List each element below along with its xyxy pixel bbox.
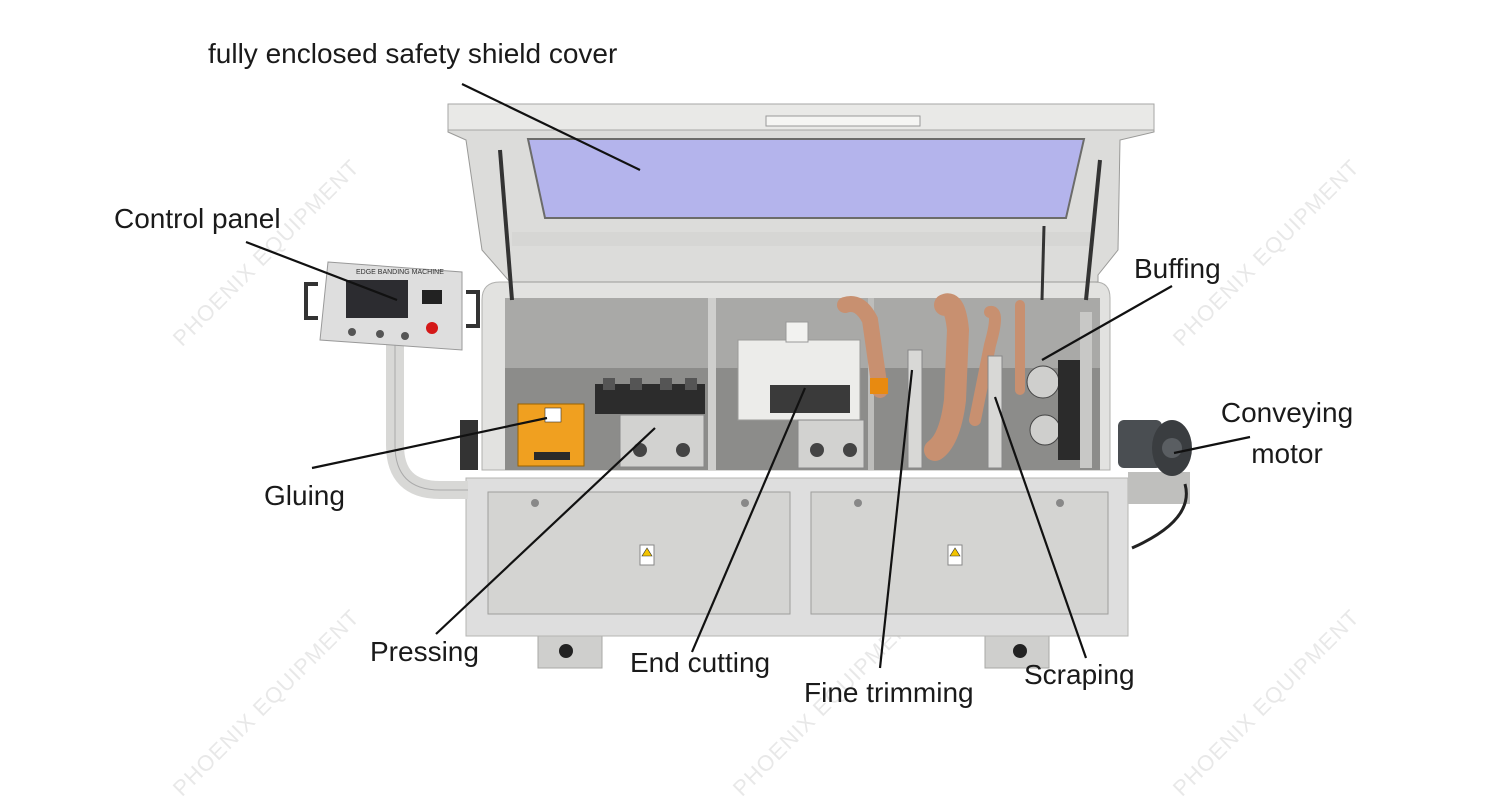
end-cutting-box bbox=[797, 419, 865, 469]
label-conveying-line1: Conveying bbox=[1220, 397, 1354, 428]
leader-control bbox=[245, 240, 398, 302]
conveying-motor-base bbox=[1128, 472, 1190, 504]
scraping-unit bbox=[987, 355, 1003, 469]
label-conveying-line2: motor bbox=[1251, 437, 1323, 469]
leader-shield bbox=[461, 83, 641, 171]
shield-window bbox=[526, 138, 1086, 219]
leader-lines bbox=[245, 83, 1251, 669]
control-screen bbox=[346, 280, 408, 318]
dust-hose bbox=[924, 293, 970, 461]
conveying-motor bbox=[1118, 420, 1162, 468]
buffing-motor bbox=[1026, 365, 1060, 399]
pressing-unit bbox=[619, 414, 705, 468]
dust-hose bbox=[969, 306, 1001, 426]
control-panel-title: EDGE BANDING MACHINE bbox=[356, 269, 444, 276]
label-control-panel: Control panel bbox=[114, 203, 281, 234]
leader-gluing bbox=[311, 416, 548, 470]
leader-fine-trimming bbox=[878, 369, 914, 669]
label-conveying-motor: Conveying motor bbox=[1212, 393, 1362, 474]
control-panel-arm bbox=[386, 345, 468, 499]
buffing-motor bbox=[1029, 414, 1061, 446]
leader-end-cutting bbox=[690, 387, 807, 653]
label-gluing: Gluing bbox=[264, 480, 345, 511]
edge-banding-diagram: PHOENIX EQUIPMENT PHOENIX EQUIPMENT PHOE… bbox=[114, 38, 1364, 801]
leader-buffing bbox=[1041, 285, 1173, 361]
label-end-cutting: End cutting bbox=[630, 647, 771, 678]
label-fine-trimming: Fine trimming bbox=[804, 677, 974, 708]
label-safety-shield: fully enclosed safety shield cover bbox=[208, 38, 618, 69]
leader-scraping bbox=[993, 396, 1088, 659]
cabinet-door-left bbox=[487, 491, 791, 615]
fine-trimming-unit bbox=[907, 349, 923, 469]
leader-pressing bbox=[435, 427, 656, 635]
dust-hose bbox=[837, 296, 888, 398]
label-buffing: Buffing bbox=[1134, 253, 1221, 284]
machine-illustration: EDGE BANDING MACHINE bbox=[245, 83, 1251, 669]
label-pressing: Pressing bbox=[370, 636, 479, 667]
leader-conveying bbox=[1173, 435, 1251, 455]
label-scraping: Scraping bbox=[1024, 659, 1135, 690]
emergency-stop-icon bbox=[426, 322, 438, 334]
